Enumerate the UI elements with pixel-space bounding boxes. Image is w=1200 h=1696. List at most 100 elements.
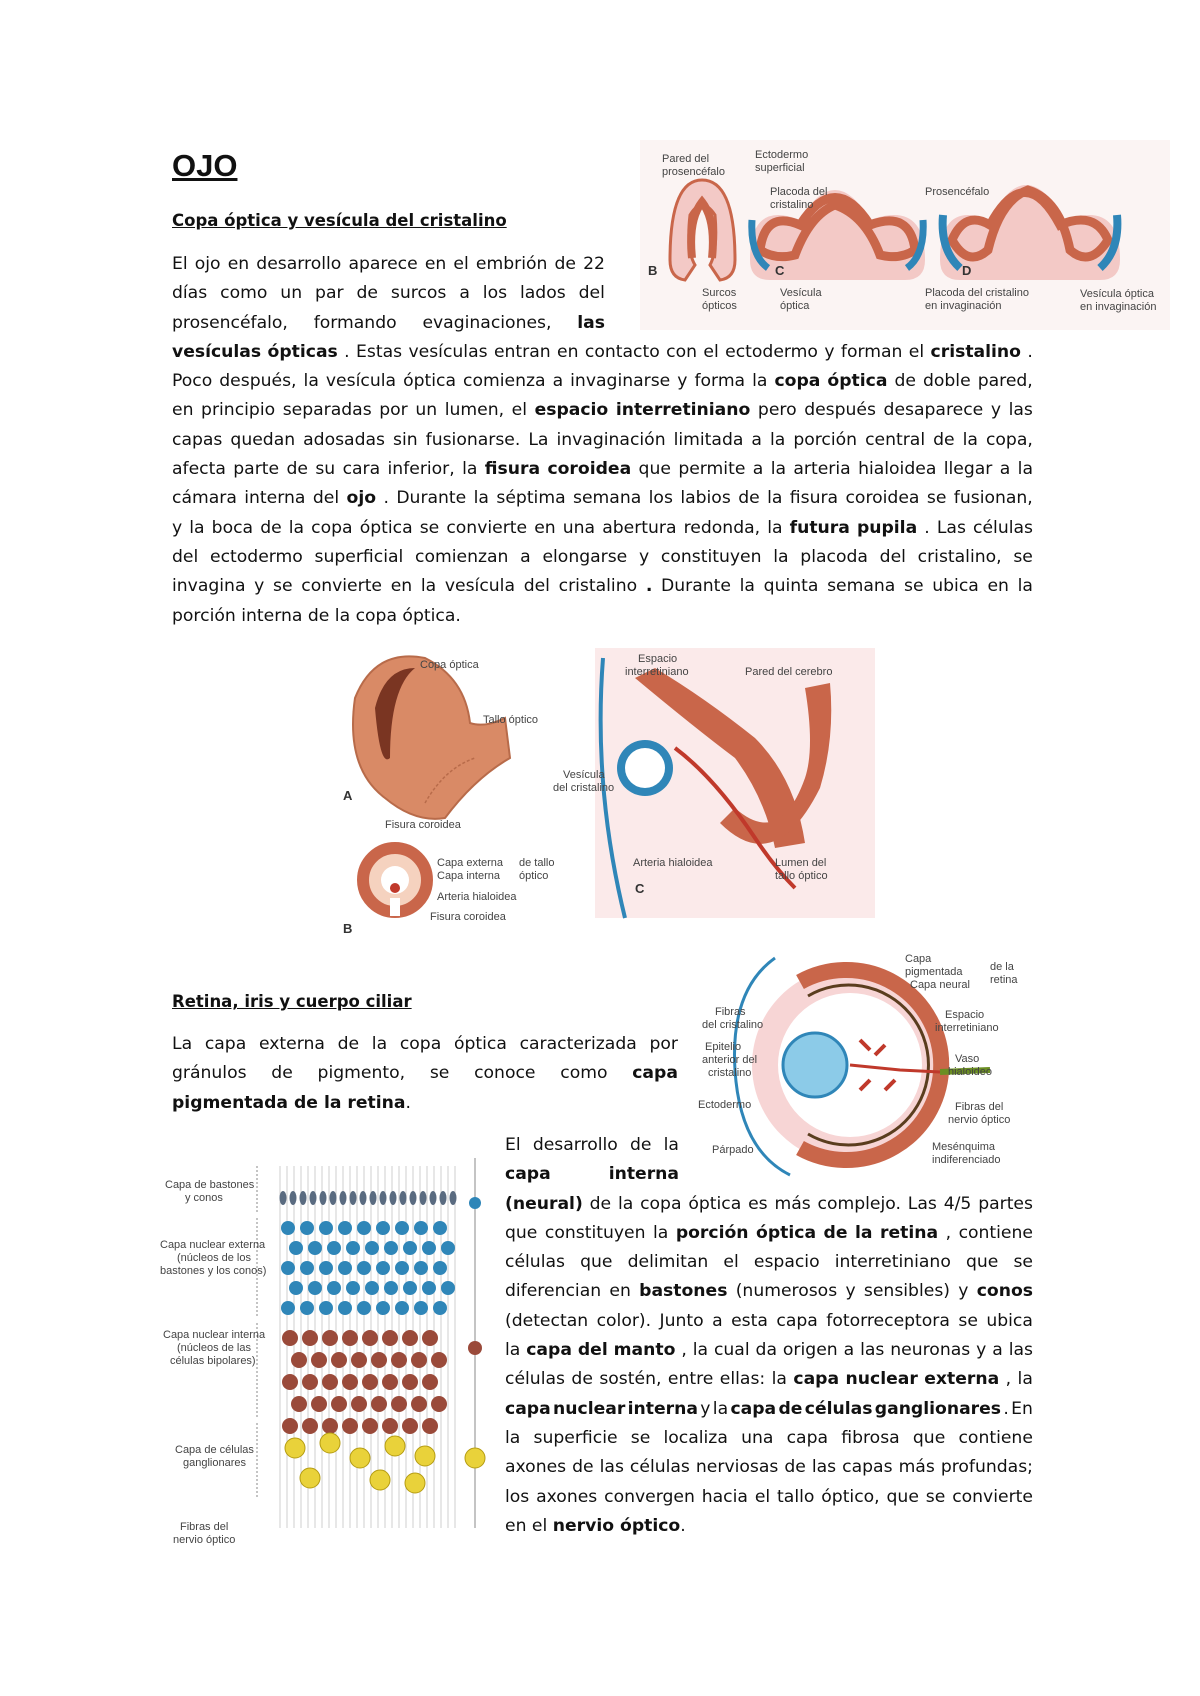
text-word: la (288, 517, 305, 538)
text-word: superficie (533, 1427, 618, 1448)
text-word: labios (680, 488, 731, 509)
label-surcos: Surcos (702, 287, 737, 299)
text-word: los (505, 1486, 530, 1507)
label-de-tallo: de tallo (519, 857, 554, 869)
text-word: se (904, 576, 924, 597)
bold-term: futura (789, 517, 850, 538)
text-word: . (924, 517, 930, 538)
text-word: el (453, 254, 469, 274)
bold-term: las (577, 312, 605, 333)
text-word: formando (313, 312, 397, 333)
text-word: como (560, 1063, 608, 1084)
inner-nucleus (291, 1396, 307, 1412)
text-word: a (752, 459, 764, 480)
outer-nucleus (300, 1301, 314, 1315)
photoreceptor-tip (319, 1191, 327, 1205)
text-word: , (945, 1222, 952, 1243)
label-copa-optica: Copa óptica (420, 659, 480, 671)
text-word: después, (219, 371, 297, 392)
ganglion-cell (414, 1445, 436, 1467)
outer-nucleus (414, 1221, 428, 1235)
text-word: a (999, 459, 1011, 480)
text-word: . (1027, 341, 1033, 362)
text-word: desaparece (883, 400, 984, 421)
label-indiferenciado: indiferenciado (932, 1154, 1001, 1166)
text-word: de (271, 1063, 293, 1084)
text-word: cristalino (558, 576, 638, 597)
inner-nucleus (382, 1374, 398, 1390)
text-word: copa (399, 1034, 442, 1054)
figure-optic-cup-stalk: Copa óptica Tallo óptico A Fisura coroid… (335, 648, 875, 938)
text-word: contacto (584, 341, 660, 362)
text-word: fotorreceptora (826, 1310, 950, 1331)
text-word: de (933, 429, 955, 450)
text-word: la (1017, 1369, 1033, 1390)
text-word: en (390, 576, 413, 597)
bold-term: nuclear (553, 1398, 626, 1419)
text-word: y (677, 371, 688, 392)
text-word: se (429, 1063, 450, 1084)
text-word: sin (393, 429, 418, 450)
text-run: . (405, 1092, 411, 1113)
photoreceptor-tip (419, 1191, 427, 1205)
text-word: con (666, 341, 697, 362)
outer-nucleus (414, 1301, 428, 1315)
text-word: principio (201, 400, 276, 421)
bold-term: interretiniano (615, 400, 751, 421)
text-word: de (260, 517, 282, 538)
bold-term: manto (613, 1340, 676, 1361)
text-word: del (523, 576, 550, 597)
text-word: superficial (314, 546, 404, 567)
bold-term: ganglionares (874, 1398, 1002, 1419)
text-word: desarrollo (532, 1135, 618, 1155)
text-word: profundas; (940, 1457, 1033, 1478)
label-ectodermo: Ectodermo (755, 149, 808, 161)
inner-nucleus (282, 1418, 298, 1434)
text-word: la (769, 429, 786, 450)
outer-nucleus (403, 1241, 417, 1255)
paragraph-line: pigmentada de la retina. (172, 1089, 678, 1118)
text-word: es (748, 1193, 768, 1214)
text-word: permite (678, 459, 746, 480)
text-word: se (419, 517, 440, 538)
text-word: semana (827, 576, 896, 597)
text-word: las (811, 1457, 837, 1478)
inner-nucleus (342, 1374, 358, 1390)
outer-nucleus (395, 1301, 409, 1315)
label-tallo-optico-c: tallo óptico (775, 870, 828, 882)
text-word: los (482, 283, 508, 304)
text-word: un (415, 400, 438, 421)
label-de-la: de la (990, 961, 1015, 973)
inner-nucleus (402, 1418, 418, 1434)
text-word: lados (519, 283, 566, 304)
label-capa-interna: Capa interna (437, 870, 501, 882)
figure-retina-cell-layers: Capa de bastones y conos Capa nuclear ex… (155, 1158, 490, 1550)
text-word: de (554, 254, 576, 274)
label-vesicula: Vesícula (563, 769, 605, 781)
photoreceptor-tip (369, 1191, 377, 1205)
text-word: copa (640, 1193, 682, 1214)
label-anterior-del: anterior del (702, 1054, 757, 1066)
text-word: copa, (985, 429, 1033, 450)
label-vaso: Vaso (955, 1053, 979, 1065)
text-word: (detectan (505, 1310, 589, 1331)
section-heading-copa-optica: Copa óptica y vesícula del cristalino (172, 211, 507, 230)
text-word: el (908, 341, 925, 362)
outer-nucleus (319, 1301, 333, 1315)
label-cristalino: cristalino (770, 199, 813, 211)
label-vesicula: Vesícula (780, 287, 822, 299)
text-word: la (420, 576, 437, 597)
photoreceptor-tip (309, 1191, 317, 1205)
text-word: semana (573, 488, 642, 509)
text-word: la (189, 517, 205, 538)
text-word: llegar (943, 459, 993, 480)
outer-nucleus (403, 1281, 417, 1295)
text-word: las (860, 1340, 885, 1361)
text-word: del (312, 488, 340, 509)
text-word: de (589, 1193, 612, 1214)
